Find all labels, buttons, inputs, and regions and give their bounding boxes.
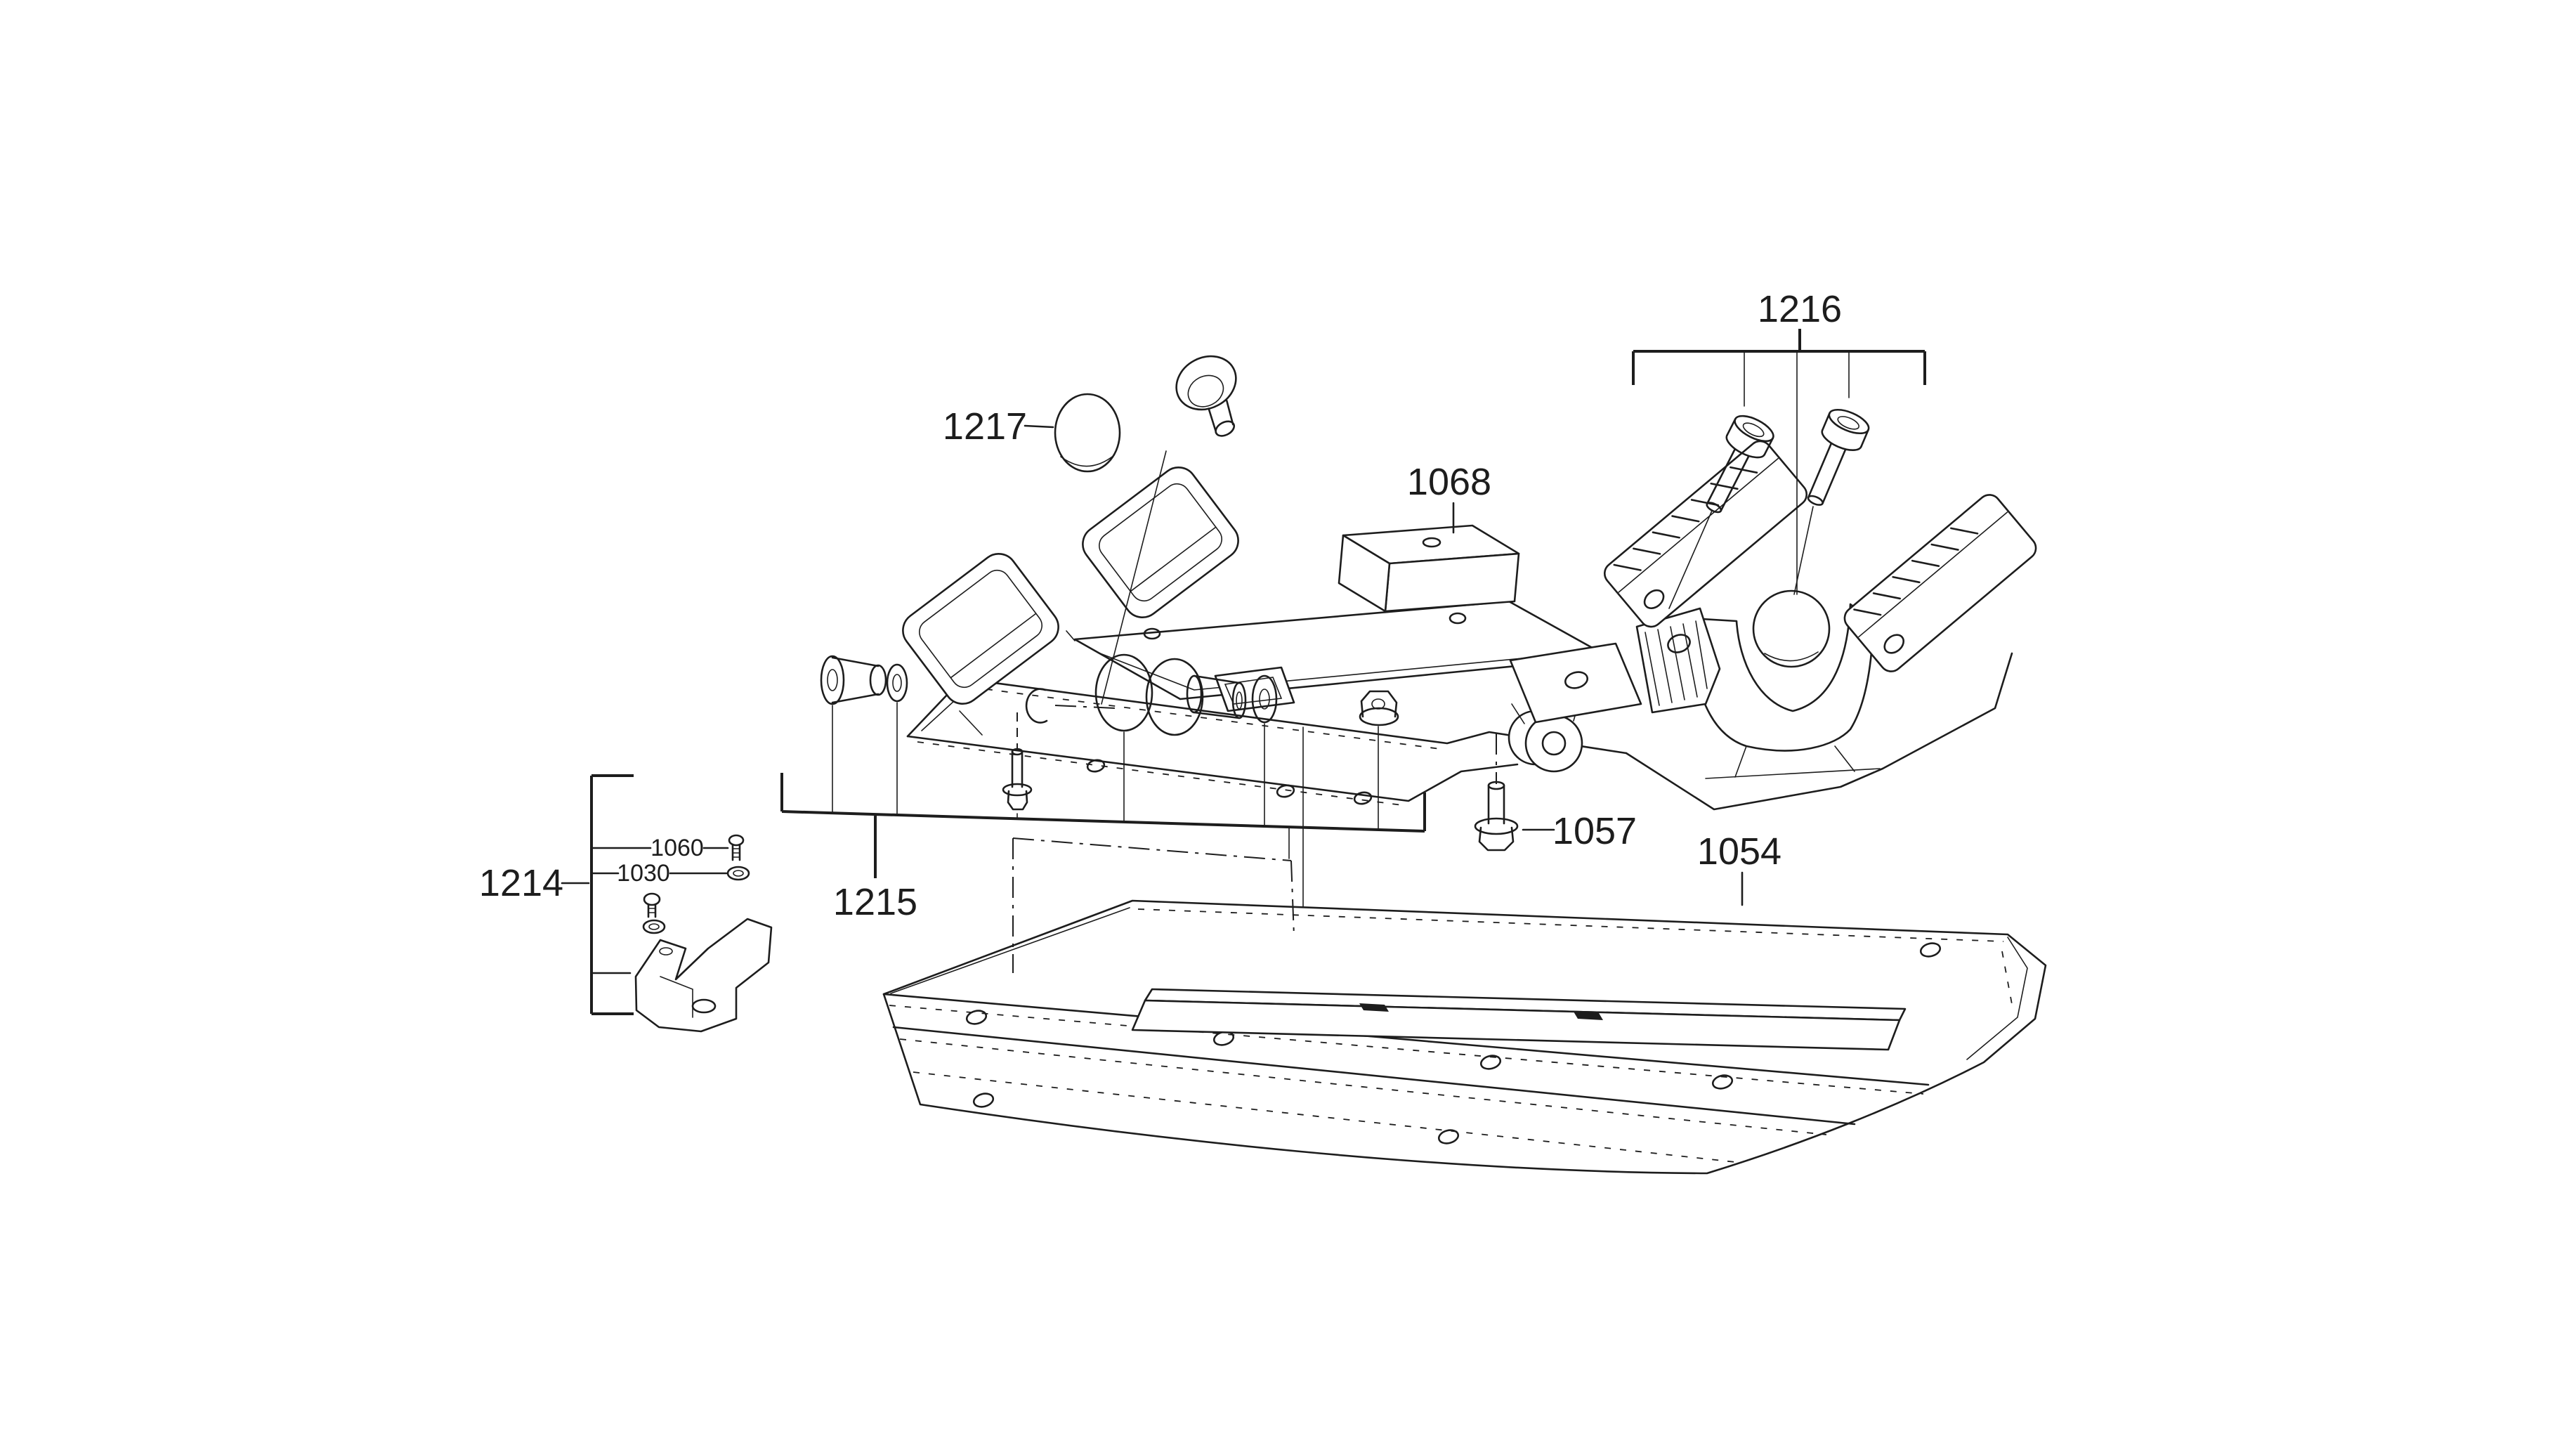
bolt-leader-lines — [1668, 506, 1814, 609]
bracket-1216-drops — [1744, 351, 1850, 595]
leader-1217 — [1024, 424, 1054, 429]
clamp-bracket-part — [634, 918, 773, 1033]
clamp-washer — [642, 919, 666, 934]
bracket-1214 — [590, 774, 634, 1015]
fastener-row-1215: 1215 — [780, 653, 1426, 1018]
clamp-1214-group: 1214 1060 1030 — [479, 774, 773, 1033]
label-1068-group: 1068 — [1407, 461, 1491, 534]
tray-mount-plate — [1131, 988, 1907, 1051]
roller-wheel — [1508, 700, 1583, 773]
bracket-1216 — [1632, 329, 1926, 385]
part-label-1060: 1060 — [650, 835, 704, 861]
saddle-cradle — [1689, 603, 1881, 779]
part-label-1216: 1216 — [1758, 288, 1842, 330]
deck-box — [1214, 666, 1295, 712]
serrated-wedge — [1635, 607, 1721, 714]
ramp-block-left — [1603, 440, 1808, 628]
screw-1060 — [728, 834, 745, 861]
install-zone-outline — [1012, 837, 1295, 973]
clamp-screw — [643, 892, 661, 918]
pin-leader-line — [1101, 450, 1167, 705]
pad-mount-lines — [959, 630, 1075, 736]
cap-1217-group: 1217 — [943, 355, 1237, 705]
cushion-pad-left — [902, 553, 1059, 705]
keyhole-slot — [1025, 688, 1116, 724]
rubber-cap — [1054, 393, 1121, 473]
part-label-1030: 1030 — [617, 860, 670, 887]
flange-nut — [1359, 690, 1399, 726]
bolts-1216-group: 1216 — [1632, 288, 1926, 609]
flange-bolt-vertical — [1002, 712, 1033, 820]
part-label-1068: 1068 — [1407, 461, 1491, 503]
washer-large — [1251, 674, 1278, 724]
spacer-tube — [1186, 674, 1247, 719]
flange-bolt-1057 — [1474, 781, 1519, 852]
part-label-1214: 1214 — [479, 862, 563, 904]
ramp-block-right — [1843, 494, 2037, 672]
washer-1030 — [726, 866, 750, 881]
spacer-discs — [1094, 653, 1204, 736]
tray-1054-group: 1054 — [882, 830, 2047, 1175]
frame-assembly — [902, 440, 2037, 811]
part-label-1057: 1057 — [1552, 810, 1637, 852]
drop-lines-1215 — [832, 702, 1379, 859]
part-label-1215: 1215 — [833, 881, 917, 923]
tow-ball — [1752, 589, 1831, 668]
socket-bolt-1 — [1706, 415, 1774, 514]
mushroom-pin — [1175, 355, 1237, 437]
saddle-mount — [1509, 642, 1642, 724]
frame-underbody — [1625, 652, 2013, 811]
socket-bolt-2 — [1807, 408, 1870, 506]
cushion-pad-right — [1082, 467, 1239, 618]
flanged-pin — [820, 655, 887, 705]
part-label-1054: 1054 — [1697, 830, 1781, 873]
part-label-1217: 1217 — [943, 405, 1027, 448]
washer-small — [886, 663, 908, 703]
bolt-1057-group: 1057 — [1474, 733, 1637, 852]
frame-riser-1068 — [1338, 524, 1520, 613]
bracket-1215 — [780, 773, 1426, 878]
